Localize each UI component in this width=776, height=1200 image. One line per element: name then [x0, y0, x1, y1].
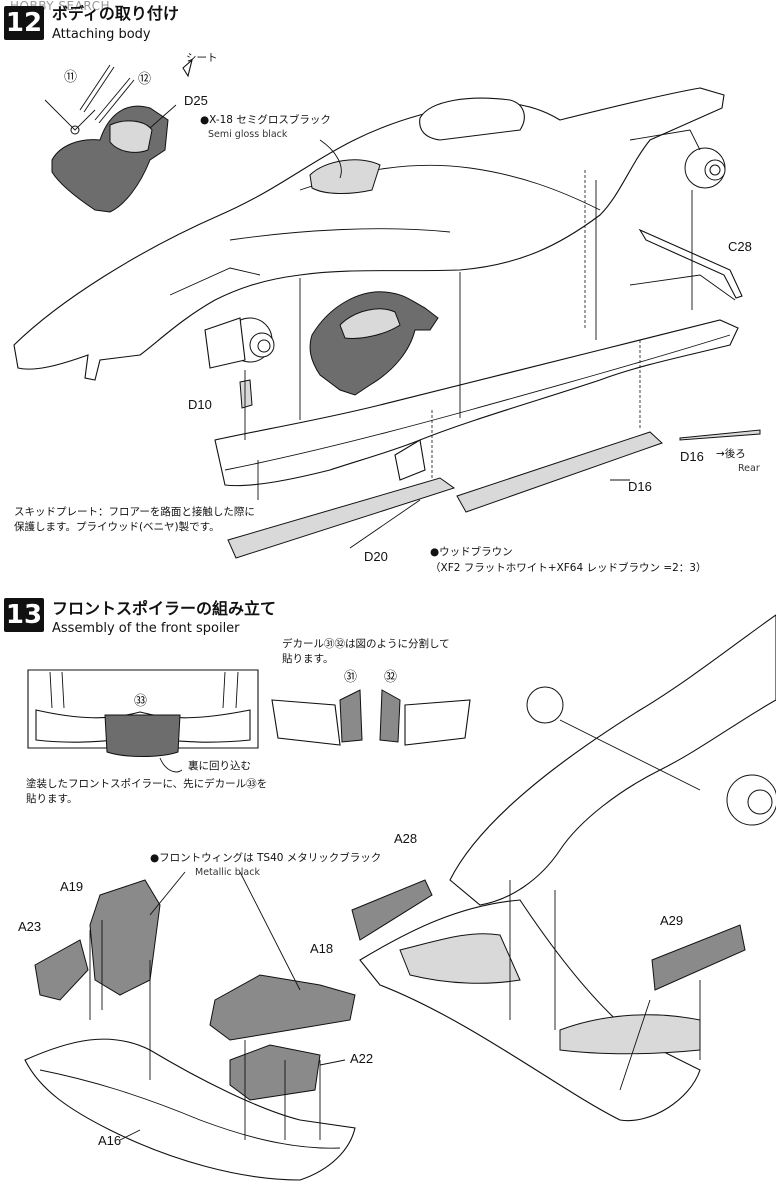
- part-d16-label-b: D16: [628, 479, 652, 494]
- part-c28-label: C28: [728, 239, 752, 254]
- part-d20-label: D20: [364, 549, 388, 564]
- wing-paint-note-en: Metallic black: [195, 867, 260, 878]
- part-a19-label: A19: [60, 879, 84, 894]
- step-12-title-en: Attaching body: [52, 27, 151, 42]
- part-a28-label: A28: [394, 831, 418, 846]
- step12-chassis-drawing: [13, 58, 761, 559]
- decal-32-label: ㉜: [384, 669, 398, 684]
- part-12-label: ⑫: [138, 71, 152, 86]
- paint-note-semi-gloss-en: Semi gloss black: [208, 129, 288, 140]
- step-13-title-jp: フロントスポイラーの組み立て: [52, 599, 277, 618]
- part-11-label: ⑪: [64, 69, 78, 84]
- part-a22-label: A22: [350, 1051, 374, 1066]
- part-d10-label: D10: [188, 397, 212, 412]
- part-d25-label: D25: [184, 93, 208, 108]
- seat-label: シート: [186, 52, 218, 64]
- part-a18-label: A18: [310, 941, 334, 956]
- part-d16-label-a: D16: [680, 449, 704, 464]
- rear-direction-jp: →後ろ: [716, 448, 746, 460]
- step-12-title-jp: ボディの取り付け: [52, 4, 179, 23]
- step-12-number: 12: [4, 6, 44, 40]
- skid-plate-note-line1: スキッドプレート：フロアーを路面と接触した際に: [14, 506, 255, 518]
- wrap-around-note: 裏に回り込む: [188, 760, 251, 772]
- step-13-title-en: Assembly of the front spoiler: [52, 621, 240, 636]
- painted-spoiler-note-line2: 貼ります。: [26, 793, 78, 805]
- wood-brown-note-line1: ●ウッドブラウン: [430, 546, 513, 558]
- paint-note-semi-gloss-jp: ●X-18 セミグロスブラック: [200, 114, 331, 126]
- decal-31-label: ㉛: [344, 669, 358, 684]
- part-a29-label: A29: [660, 913, 684, 928]
- part-a16-label: A16: [98, 1133, 122, 1148]
- painted-spoiler-note-line1: 塗装したフロントスポイラーに、先にデカール㉝を: [26, 778, 268, 790]
- step13-front-spoiler-drawing: [24, 614, 776, 1181]
- rear-direction-en: Rear: [738, 463, 760, 474]
- wing-paint-note-jp: ●フロントウィングは TS40 メタリックブラック: [150, 852, 382, 864]
- wood-brown-note-line2: （XF2 フラットホワイト+XF64 レッドブラウン =2：3）: [430, 562, 707, 574]
- decal-split-note-line2: 貼ります。: [282, 653, 334, 665]
- decal-split-note-line1: デカール㉛㉜は図のように分割して: [282, 638, 450, 650]
- step-13-number: 13: [4, 598, 44, 632]
- decal-33-label: ㉝: [134, 693, 148, 708]
- skid-plate-note-line2: 保護します。プライウッド(ベニヤ)製です。: [14, 521, 220, 533]
- part-a23-label: A23: [18, 919, 42, 934]
